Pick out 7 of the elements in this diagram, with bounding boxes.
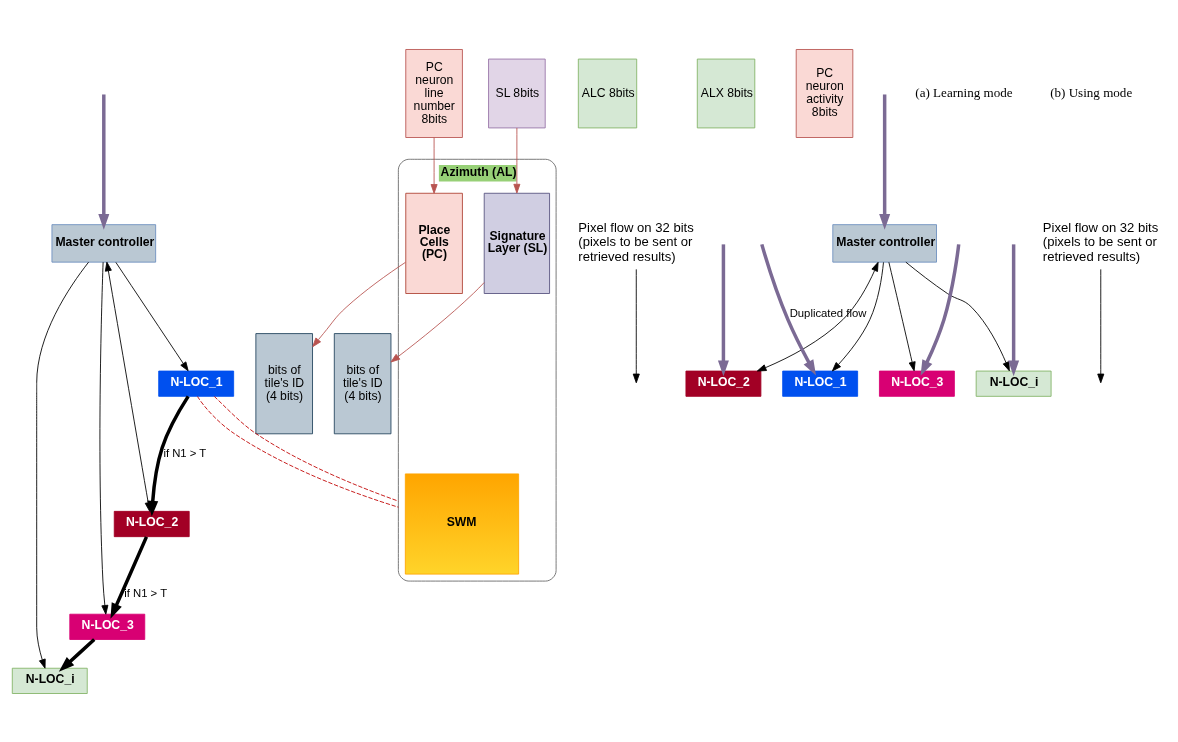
node-text: Pixel flow on 32 bits (pixels to be sent or retrieved results): [1042, 219, 1159, 264]
edge-label: if N1 > T: [124, 586, 168, 599]
node-text: Pixel flow on 32 bits (pixels to be sent or retrieved results): [578, 219, 694, 264]
edge-label: Duplicated flow: [789, 306, 867, 319]
edge-label: if N1 > T: [163, 446, 207, 459]
label: (b) Using mode: [1050, 84, 1133, 100]
label: (a) Learning mode: [915, 84, 1013, 100]
